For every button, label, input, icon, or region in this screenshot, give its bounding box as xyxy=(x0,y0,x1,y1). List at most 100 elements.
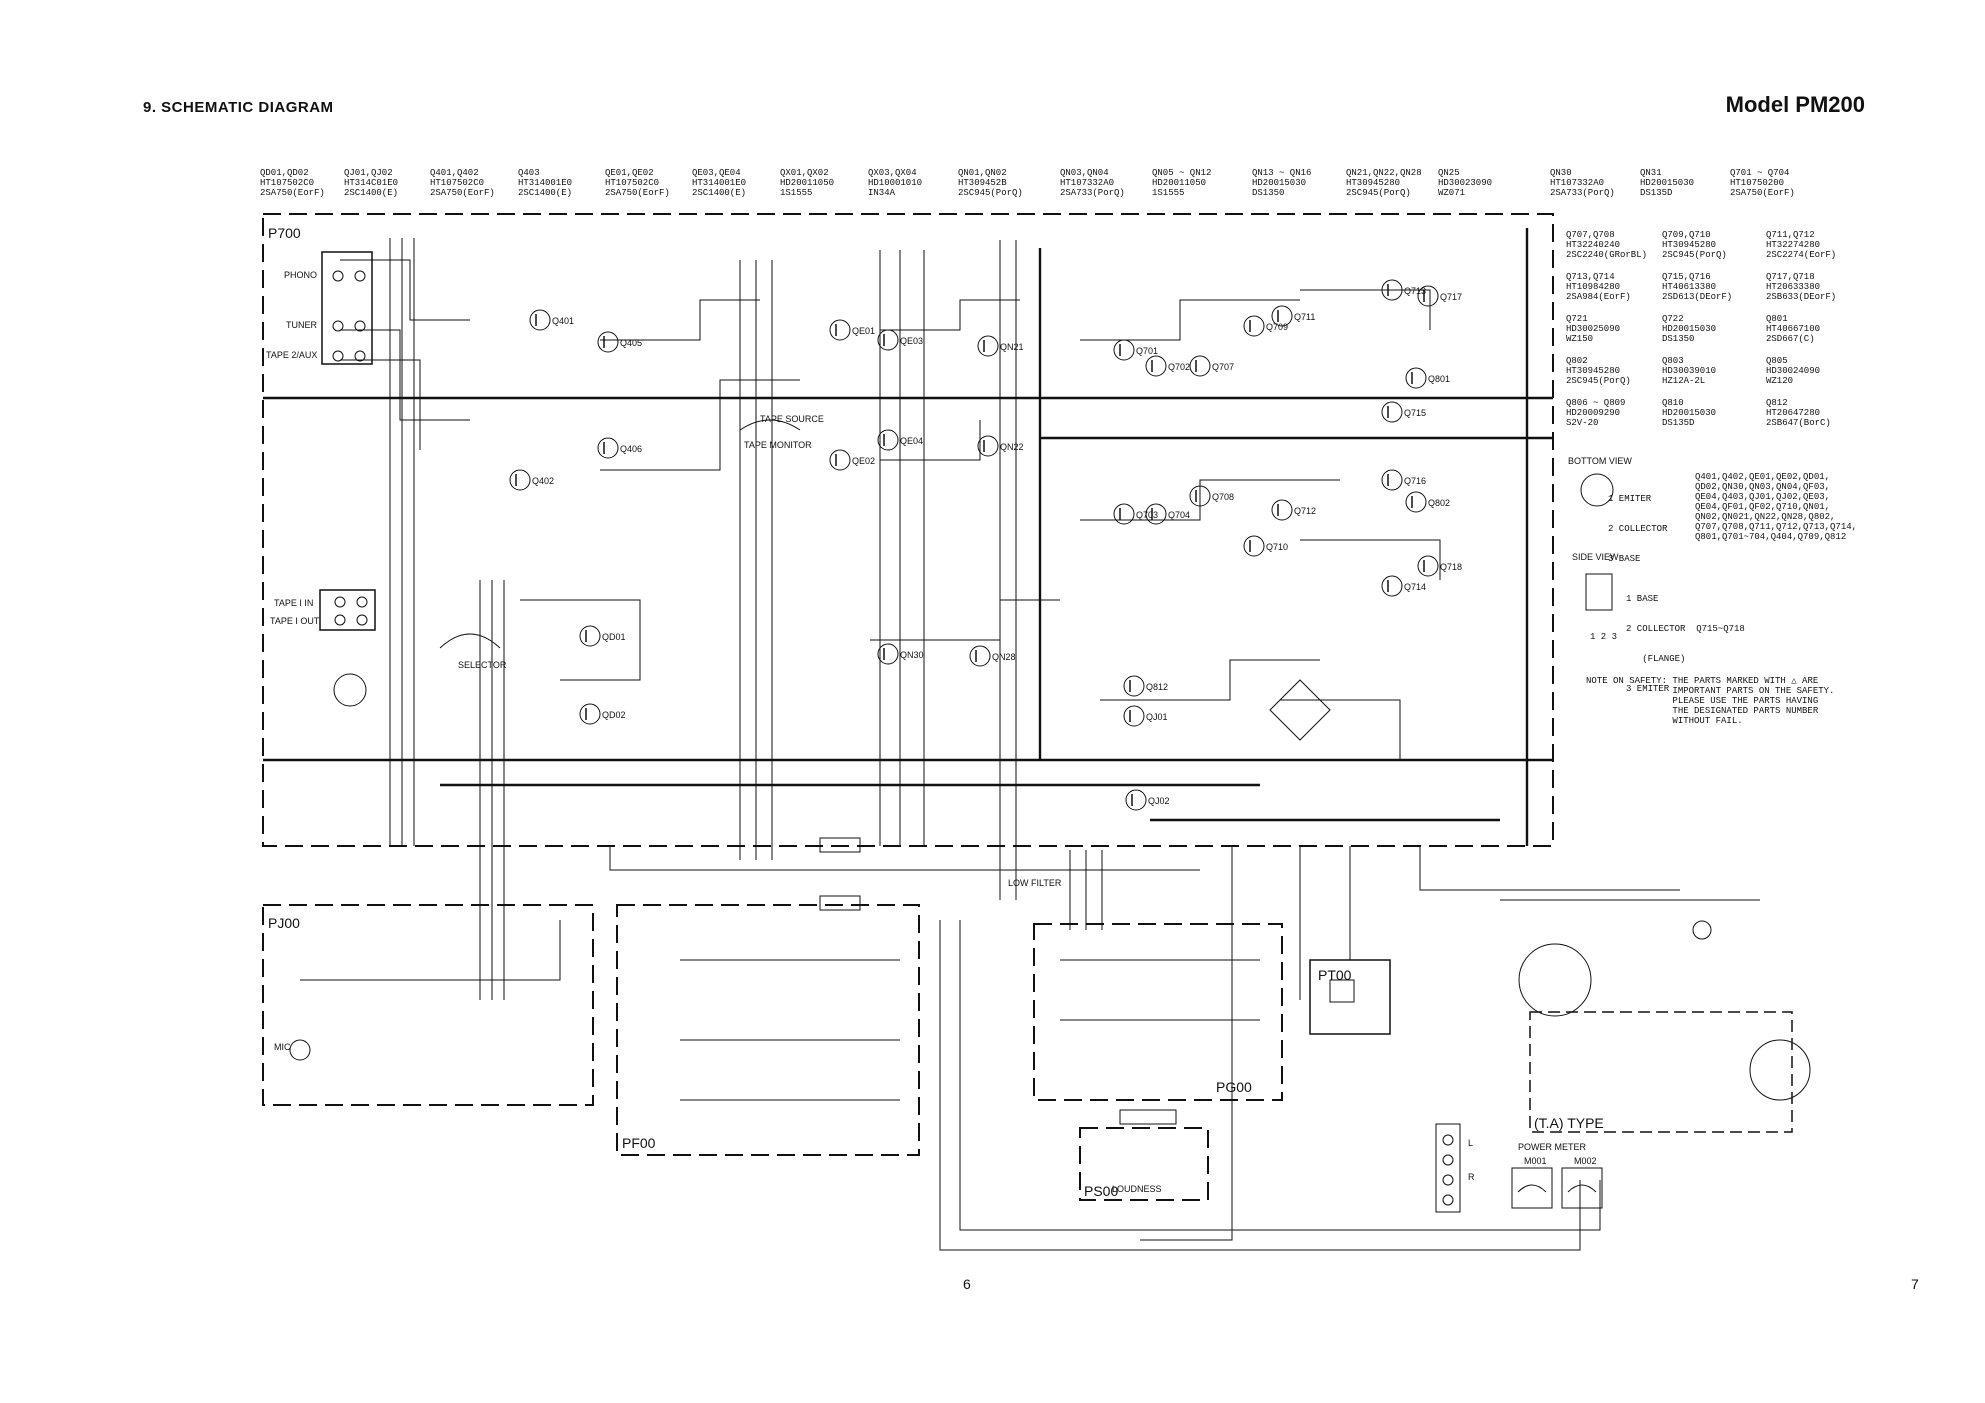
transistor-symbol: Q708 xyxy=(1189,485,1234,507)
transistor-label: Q715 xyxy=(1404,408,1426,418)
input-jacks xyxy=(289,251,376,1061)
transistor-symbol: QD02 xyxy=(579,703,626,725)
part-entry-right: Q806 ~ Q809 HD20009290 S2V-20 xyxy=(1566,398,1626,428)
transistor-label: Q703 xyxy=(1136,510,1158,520)
part-entry-right: Q709,Q710 HT30945280 2SC945(PorQ) xyxy=(1662,230,1727,260)
label-speaker-l: L xyxy=(1468,1138,1473,1148)
transistor-symbol: QE03 xyxy=(877,329,923,351)
transistor-label: Q716 xyxy=(1404,476,1426,486)
transistor-label: Q712 xyxy=(1294,506,1316,516)
label-tape-monitor: TAPE MONITOR xyxy=(744,440,812,450)
transistor-label: Q402 xyxy=(532,476,554,486)
connector-w002 xyxy=(819,837,861,853)
transistor-symbol: Q715 xyxy=(1381,401,1426,423)
bottom-view-pin-3: 3 BASE xyxy=(1608,554,1641,564)
part-entry-right: Q803 HD30039010 HZ12A-2L xyxy=(1662,356,1717,386)
transistor-symbol: Q707 xyxy=(1189,355,1234,377)
transistor-label: QE02 xyxy=(852,456,875,466)
transistor-symbol: Q704 xyxy=(1145,503,1190,525)
transistor-label: QE04 xyxy=(900,436,923,446)
part-entry-top: QN03,QN04 HT107332A0 2SA733(PorQ) xyxy=(1060,168,1125,198)
transistor-label: Q405 xyxy=(620,338,642,348)
transistor-symbol: Q714 xyxy=(1381,575,1426,597)
board-label-mic: PJ00 xyxy=(268,915,300,931)
label-tape1-out: TAPE I OUT xyxy=(270,616,320,626)
tape-source-arc xyxy=(739,419,801,431)
side-view-title: SIDE VIEW xyxy=(1572,552,1619,562)
part-entry-top: QN01,QN02 HT309452B 2SC945(PorQ) xyxy=(958,168,1023,198)
transistor-symbol: Q702 xyxy=(1145,355,1190,377)
transistor-label: Q707 xyxy=(1212,362,1234,372)
board-label-filter: PF00 xyxy=(622,1135,656,1151)
transistor-symbol: QJ02 xyxy=(1125,789,1170,811)
part-entry-top: QN31 HD20015030 DS135D xyxy=(1640,168,1695,198)
section-title: 9. SCHEMATIC DIAGRAM xyxy=(143,99,334,116)
side-view-pin-2: 2 COLLECTOR Q715~Q718 xyxy=(1626,624,1745,634)
side-view-pin-nums: 1 2 3 xyxy=(1590,632,1618,642)
board-label-main: P700 xyxy=(268,225,301,241)
transistor-symbol: Q405 xyxy=(597,331,642,353)
bottom-view-list: Q401,Q402,QE01,QE02,QD01, QD02,QN30,QN03… xyxy=(1695,472,1858,542)
bottom-view-title: BOTTOM VIEW xyxy=(1568,456,1632,466)
transistor-symbol: Q716 xyxy=(1381,469,1426,491)
transistor-symbol: Q402 xyxy=(509,469,554,491)
part-entry-top: QJ01,QJ02 HT314C01E0 2SC1400(E) xyxy=(344,168,399,198)
label-mic: MIC xyxy=(274,1042,291,1052)
selector-arc xyxy=(439,633,501,649)
signal-wires xyxy=(300,238,1760,1251)
transistor-symbol: Q802 xyxy=(1405,491,1450,513)
transistor-symbol: QE02 xyxy=(829,449,875,471)
board-label-power: PT00 xyxy=(1318,967,1352,983)
part-entry-top: QD01,QD02 HT107502C0 2SA750(EorF) xyxy=(260,168,325,198)
transistor-symbol: QE04 xyxy=(877,429,923,451)
transistor-label: QD02 xyxy=(602,710,626,720)
safety-note: NOTE ON SAFETY: THE PARTS MARKED WITH △ … xyxy=(1586,676,1835,726)
transistor-label: Q711 xyxy=(1294,312,1315,322)
board-frame-mic xyxy=(262,904,594,1106)
transistor-label: Q717 xyxy=(1440,292,1462,302)
label-tuner: TUNER xyxy=(286,320,317,330)
part-entry-right: Q707,Q708 HT32240240 2SC2240(GRorBL) xyxy=(1566,230,1648,260)
part-entry-top: QN13 ~ QN16 HD20015030 DS1350 xyxy=(1252,168,1312,198)
transistor-symbol: Q718 xyxy=(1417,555,1462,577)
part-entry-right: Q812 HT20647280 2SB647(BorC) xyxy=(1766,398,1831,428)
transistor-symbol: Q712 xyxy=(1271,499,1316,521)
part-entry-right: Q801 HT40667100 2SD667(C) xyxy=(1766,314,1821,344)
transistor-symbol: Q401 xyxy=(529,309,574,331)
part-entry-top: QN25 HD30023090 WZ071 xyxy=(1438,168,1493,198)
transistor-symbol: Q709 xyxy=(1243,315,1288,337)
fuse-lamp xyxy=(1692,920,1712,940)
transistor-label: Q714 xyxy=(1404,582,1426,592)
rectifier-bridge xyxy=(1269,679,1331,741)
bottom-view-pin-2: 2 COLLECTOR xyxy=(1608,524,1668,534)
transistor-symbol: QJ01 xyxy=(1123,705,1168,727)
bottom-view-symbol xyxy=(1580,473,1614,507)
label-tape-source: TAPE SOURCE xyxy=(760,414,824,424)
transistor-label: Q718 xyxy=(1440,562,1462,572)
board-label-ta: (T.A) TYPE xyxy=(1534,1115,1604,1131)
transistor-layer: Q401Q402Q405Q406QD01QD02QE01QE02QE03QE04… xyxy=(509,279,1462,811)
label-loudness: LOUDNESS xyxy=(1112,1184,1162,1194)
transistor-symbol: QN21 xyxy=(977,335,1024,357)
part-entry-right: Q722 HD20015030 DS1350 xyxy=(1662,314,1717,344)
side-view-symbol xyxy=(1585,573,1613,611)
transistor-label: Q802 xyxy=(1428,498,1450,508)
transistor-symbol: Q717 xyxy=(1417,285,1462,307)
transistor-label: QJ01 xyxy=(1146,712,1168,722)
part-entry-top: Q401,Q402 HT107502C0 2SA750(EorF) xyxy=(430,168,495,198)
transistor-label: Q710 xyxy=(1266,542,1288,552)
label-power-meter: POWER METER xyxy=(1518,1142,1587,1152)
transistor-label: Q713 xyxy=(1404,286,1426,296)
label-selector: SELECTOR xyxy=(458,660,507,670)
transistor-label: Q708 xyxy=(1212,492,1234,502)
power-plug xyxy=(1329,979,1355,1003)
transistor-label: QN30 xyxy=(900,650,924,660)
transistor-symbol: Q406 xyxy=(597,437,642,459)
label-tape2: TAPE 2/AUX xyxy=(266,350,317,360)
transistor-symbol: Q703 xyxy=(1113,503,1158,525)
label-meter-2: M002 xyxy=(1574,1156,1597,1166)
part-entry-top: QN05 ~ QN12 HD20011050 1S1555 xyxy=(1152,168,1212,198)
transistor-label: Q701 xyxy=(1136,346,1158,356)
